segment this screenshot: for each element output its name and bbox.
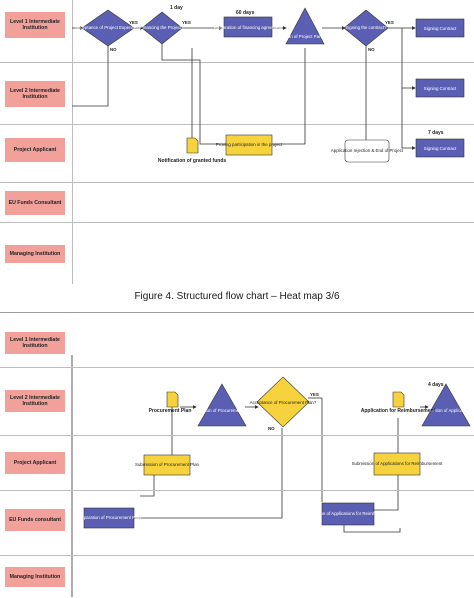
box-rejection [344,139,390,163]
node-eval-application: Evaluation of Application [422,408,470,413]
lane-level2: Level 2 Intermediate Institution [0,367,474,436]
flowchart-top: Level 1 Intermediate Institution Level 2… [0,0,474,285]
fig4-nodes: Evaluation of Procurement Plan Acceptanc… [77,376,471,529]
node-prep-procurement: Preparation of Procurement Plan [77,515,142,520]
label-yes-3: YES [385,20,394,25]
label-no-2: NO [368,47,375,52]
lane-label-managing: Managing Institution [5,567,65,587]
lane-applicant: Project Applicant [0,124,474,183]
lane-label-applicant: Project Applicant [5,138,65,162]
lane-applicant: Project Applicant [0,435,474,491]
lane-divider [72,0,73,284]
decision-acceptance-expenses [81,9,135,47]
lane-level1: Level 1 Intermediate Institution [0,312,474,368]
node-procurement-plan: Procurement Plan [149,408,192,414]
lane-label-level1: Level 1 Intermediate Institution [5,332,65,354]
lane-label-consultant: EU Funds consultant [5,509,65,531]
flowchart-bottom: Level 1 Intermediate Institution Level 2… [0,312,474,597]
fig3-arrows [72,26,416,150]
document-icon [186,137,199,154]
node-prep-financing: Preparation of financing agreement [214,25,283,30]
box-signing-contract-3 [415,138,465,158]
label-no: NO [268,426,275,431]
node-signing-contract-1: Signing Contract [424,26,457,31]
fig3-labels: Notification of granted funds YES YES YE… [110,5,444,164]
box-proving-participation [225,134,273,156]
triangle-eval-application [421,383,471,427]
lane-level2: Level 2 Intermediate Institution [0,62,474,125]
box-prep-procurement [83,507,135,529]
lane-level1: Level 1 Intermediate Institution [0,0,474,62]
figure-caption: Figure 4. Structured flow chart – Heat m… [134,291,340,302]
node-prep-applications: Preparation of Applications for Reimburs… [303,511,395,516]
node-eval-participation: Evaluation of Project Participation [272,34,338,39]
node-rejection: Application rejection & End of Project [331,148,404,153]
lane-managing: Managing Institution [0,555,474,598]
box-signing-contract-2 [415,78,465,98]
node-application-reimbursement: Application for Reimbursement [361,408,436,414]
label-no-1: NO [110,47,117,52]
fig4-labels: Procurement Plan Application for Reimbur… [149,382,444,431]
triangle-eval-participation [285,7,325,45]
box-submission-procurement [143,454,191,476]
node-acceptance-expenses: Acceptance of Project Expenses? [75,25,141,30]
box-signing-contract-1 [415,18,465,38]
lane-label-level1: Level 1 Intermediate Institution [5,12,65,38]
lane-consultant: EU Funds Consultant [0,182,474,223]
node-signing-contract-3: Signing Contract [424,146,457,151]
decision-acceptance-procurement [256,376,310,428]
label-4-days: 4 days [428,382,444,388]
label-60-days: 60 days [236,10,255,16]
node-notification: Notification of granted funds [158,158,227,164]
node-signing-contract-2: Signing Contract [424,86,457,91]
label-7-days: 7 days [428,130,444,136]
node-financing-project: Financing the Project? [140,25,184,30]
lane-label-level2: Level 2 Intermediate Institution [5,81,65,107]
node-signing-contract-q: Signing the contract? [345,25,387,30]
node-submission-procurement: Submission of Procurement Plan [135,462,199,467]
lane-label-managing: Managing Institution [5,245,65,263]
lane-consultant: EU Funds consultant [0,490,474,556]
lane-label-applicant: Project Applicant [5,452,65,474]
node-submission-applications: Submission of Applications for Reimburse… [352,461,444,466]
node-acceptance-procurement: Acceptance of Procurement Plan? [250,400,317,405]
lane-managing: Managing Institution [0,222,474,285]
label-yes-1: YES [129,20,138,25]
document-icon [392,391,405,408]
decision-signing-contract [343,9,389,47]
lane-label-level2: Level 2 Intermediate Institution [5,390,65,412]
label-1-day: 1 day [170,5,183,11]
fig3-nodes: Acceptance of Project Expenses? Financin… [75,7,465,163]
node-eval-procurement: Evaluation of Procurement Plan [191,408,253,413]
label-yes-2: YES [182,20,191,25]
triangle-eval-procurement [197,383,247,427]
node-proving-participation: Proving participation in the project [216,142,283,147]
decision-financing-project [141,11,183,45]
box-prep-financing [223,16,273,38]
label-yes: YES [310,392,319,397]
document-icon [166,391,179,408]
box-prep-applications [321,502,375,526]
box-submission-applications [373,452,421,476]
lane-label-consultant: EU Funds Consultant [5,191,65,215]
